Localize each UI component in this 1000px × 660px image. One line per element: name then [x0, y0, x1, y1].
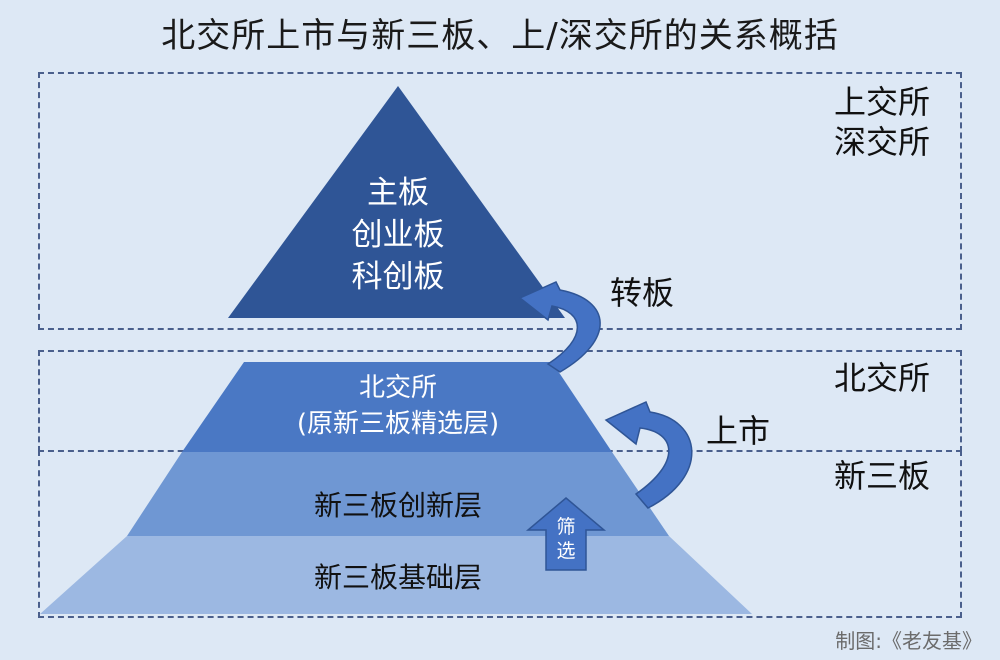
- innovation-tier-label: 新三板创新层: [313, 489, 482, 522]
- screening-char-1: 筛: [556, 516, 576, 538]
- transfer-label: 转板: [610, 274, 675, 312]
- top-tier-chinext: 创业板: [351, 217, 445, 253]
- middle-tier-bse: 北交所: [358, 373, 437, 403]
- top-tier-star-market: 科创板: [351, 259, 445, 295]
- zone-box-beijing: [38, 350, 962, 452]
- listing-label: 上市: [706, 412, 771, 450]
- screening-label: 筛 选: [546, 515, 586, 563]
- zone-label-beijing: 北交所: [834, 359, 931, 397]
- screening-char-2: 选: [556, 540, 576, 562]
- listing-arrow: [604, 400, 693, 509]
- zone-label-shanghai-shenzhen: 上交所 深交所: [834, 82, 930, 162]
- basic-tier-label: 新三板基础层: [313, 561, 482, 594]
- zone-label-szse: 深交所: [834, 123, 931, 161]
- pyramid-innovation-tier: [127, 452, 669, 536]
- zone-box-shanghai-shenzhen: [38, 72, 962, 330]
- pyramid-top-tier: [228, 86, 565, 318]
- transfer-arrow: [518, 281, 601, 373]
- zone-label-neeq: 新三板: [834, 457, 931, 495]
- middle-tier-label: 北交所 (原新三板精选层): [248, 370, 548, 442]
- top-tier-main-board: 主板: [367, 175, 429, 211]
- credit-label: 制图:《老友基》: [835, 629, 982, 653]
- screening-arrow: [525, 497, 607, 571]
- page-title: 北交所上市与新三板、上/深交所的关系概括: [161, 16, 839, 56]
- pyramid-middle-tier: [182, 362, 612, 452]
- zone-label-sse: 上交所: [834, 83, 931, 121]
- middle-tier-note: (原新三板精选层): [296, 409, 500, 439]
- top-tier-label: 主板 创业板 科创板: [298, 172, 498, 298]
